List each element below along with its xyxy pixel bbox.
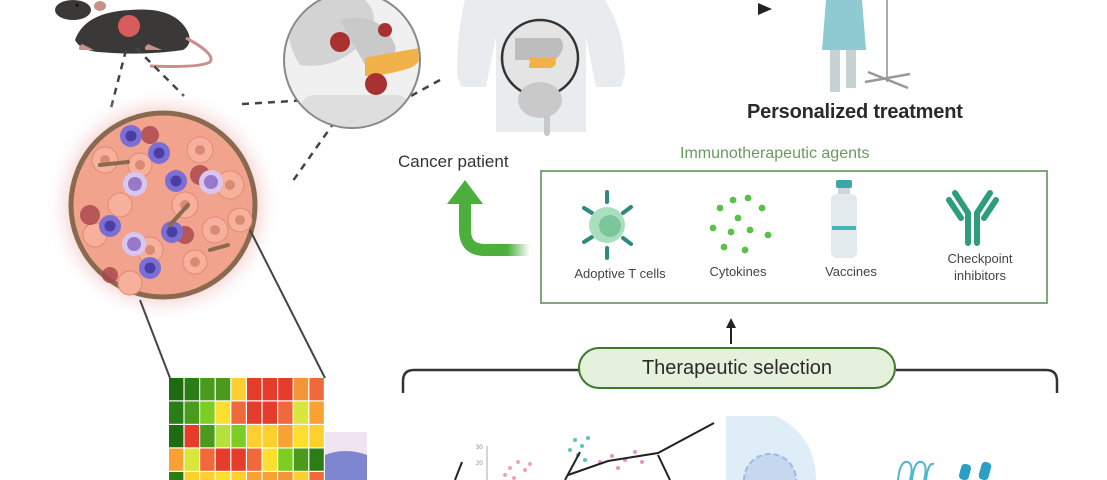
agent-checkpoint-label-line2: inhibitors [953,268,1007,283]
t-cell-icon [582,190,633,260]
scatter-tick-20: 20 [476,461,483,467]
heatmap-cell [293,425,309,448]
heatmap-cell [247,378,262,401]
heatmap-cell [262,425,277,448]
heatmap-cell [215,472,231,480]
heatmap-cell [200,472,215,480]
scatter-tick-30: 30 [476,445,483,451]
agent-vaccines-label: Vaccines [825,264,877,279]
heatmap-cell [247,401,262,424]
heatmap-cell [309,472,324,480]
heatmap-cell [184,401,199,424]
mouse-icon [55,0,213,68]
tumor-microenvironment-icon [45,87,281,323]
heatmap-cell [262,378,277,401]
heatmap-cell [215,448,231,471]
immunotherapeutic-agents-title: Immunotherapeutic agents [680,145,870,162]
heatmap-cell [169,401,184,424]
agent-cytokines-label: Cytokines [709,264,767,279]
heatmap-cell [262,448,277,471]
heatmap-cell [293,401,309,424]
heatmap-cell [169,425,184,448]
heatmap-cell [231,425,246,448]
heatmap-cell [278,448,293,471]
heatmap-cell [215,378,231,401]
arrow-right [645,3,772,15]
histology-image [325,432,367,480]
heatmap-cell [231,378,246,401]
heatmap-cell [247,448,262,471]
therapeutic-selection-pill: Therapeutic selection [578,347,896,389]
heatmap-cell [293,472,309,480]
organ-zoom-icon [283,0,421,129]
zoom-connector [139,229,326,379]
heatmap-cell [184,425,199,448]
heatmap-cell [200,378,215,401]
heatmap-cell [309,425,324,448]
heatmap-cell [231,401,246,424]
heatmap-cell [231,472,246,480]
heatmap-cell [309,448,324,471]
expression-heatmap [169,378,324,480]
heatmap-cell [215,401,231,424]
patient-iv-icon [822,0,911,92]
arrow-up [726,318,736,344]
heatmap-cell [184,472,199,480]
heatmap-cell [309,378,324,401]
heatmap-cell [278,472,293,480]
heatmap-cell [231,448,246,471]
heatmap-cell [309,401,324,424]
heatmap-cell [184,448,199,471]
heatmap-cell [278,378,293,401]
cancer-patient-label: Cancer patient [398,152,509,171]
selection-bracket [401,368,1059,393]
heatmap-cell [278,401,293,424]
heatmap-cell [247,472,262,480]
organoid-icon [726,416,992,480]
agent-checkpoint-label-line1: Checkpoint [947,251,1013,266]
heatmap-cell [262,401,277,424]
heatmap-cell [169,472,184,480]
feedback-arrow-icon [447,180,530,256]
heatmap-cell [262,472,277,480]
heatmap-cell [278,425,293,448]
heatmap-cell [200,448,215,471]
immunotherapeutic-agents-box [540,170,1048,304]
personalized-treatment-label: Personalized treatment [747,101,963,123]
agent-adoptive-t-cells-label: Adoptive T cells [574,266,666,281]
heatmap-cell [184,378,199,401]
heatmap-cell [200,425,215,448]
heatmap-cell [169,378,184,401]
heatmap-cell [169,448,184,471]
heatmap-cell [293,378,309,401]
trajectory-scatter-plot [454,422,715,480]
heatmap-cell [247,425,262,448]
agent-checkpoint-inhibitors-label: Checkpoint inhibitors [930,250,1030,284]
heatmap-cell [215,425,231,448]
antibody-icon [946,190,999,246]
heatmap-cell [200,401,215,424]
human-body-icon [457,0,625,136]
therapeutic-selection-label: Therapeutic selection [641,356,833,379]
vaccine-vial-icon [831,180,857,258]
heatmap-cell [293,448,309,471]
cytokines-icon [709,194,772,254]
